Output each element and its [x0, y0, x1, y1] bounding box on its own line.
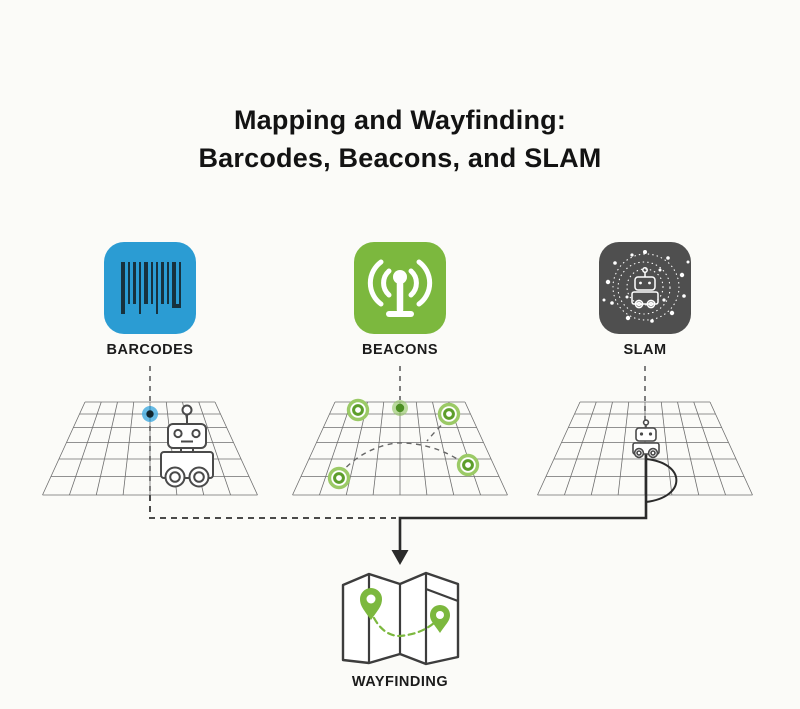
beacon-marker-top-left: [346, 398, 370, 422]
solid-flow-connector: [398, 454, 648, 551]
beacon-marker-bottom-right: [456, 453, 480, 477]
title-line-2: Barcodes, Beacons, and SLAM: [198, 143, 602, 173]
title-line-1: Mapping and Wayfinding:: [233, 105, 567, 135]
page-title: Mapping and Wayfinding: Barcodes, Beacon…: [0, 101, 800, 177]
map-pin-right-icon: [430, 605, 450, 633]
beacon-marker-bottom-left: [327, 466, 351, 490]
beacon-marker-top-right: [437, 402, 461, 426]
slam-icon: [599, 242, 691, 334]
label-wayfinding: WAYFINDING: [351, 674, 449, 690]
arrow-down-icon: [391, 550, 409, 565]
slam-loop-curve: [645, 458, 678, 503]
beacon-dashed-path: [339, 442, 463, 475]
folded-map-icon: [341, 571, 460, 666]
blue-scan-dot: [142, 406, 158, 422]
mini-robot-icon: [632, 419, 660, 459]
label-slam: SLAM: [623, 342, 667, 358]
beacon-icon: [354, 242, 446, 334]
map-pin-left-icon: [360, 588, 382, 620]
barcode-icon: [104, 242, 196, 334]
dashed-flow-connector: [149, 495, 396, 519]
slam-center-robot-glyph: [631, 267, 659, 309]
label-barcodes: BARCODES: [106, 342, 194, 358]
beacon-dot-marker: [392, 400, 408, 416]
robot-icon: [160, 404, 214, 488]
label-beacons: BEACONS: [361, 342, 438, 358]
wayfinding-route-path: [372, 616, 436, 638]
